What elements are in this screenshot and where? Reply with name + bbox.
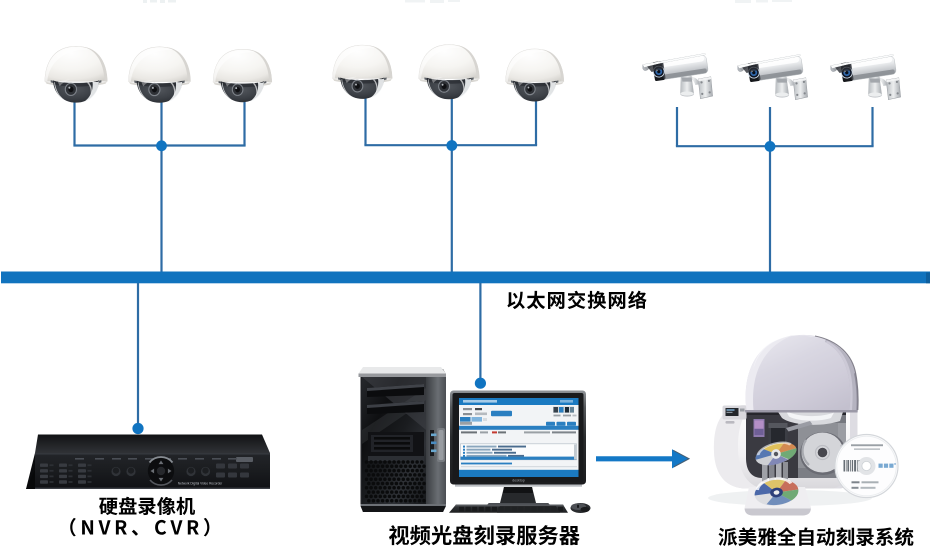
svg-text:desktop: desktop bbox=[512, 479, 525, 483]
svg-text:Network Digital Video Recorder: Network Digital Video Recorder bbox=[178, 482, 223, 486]
